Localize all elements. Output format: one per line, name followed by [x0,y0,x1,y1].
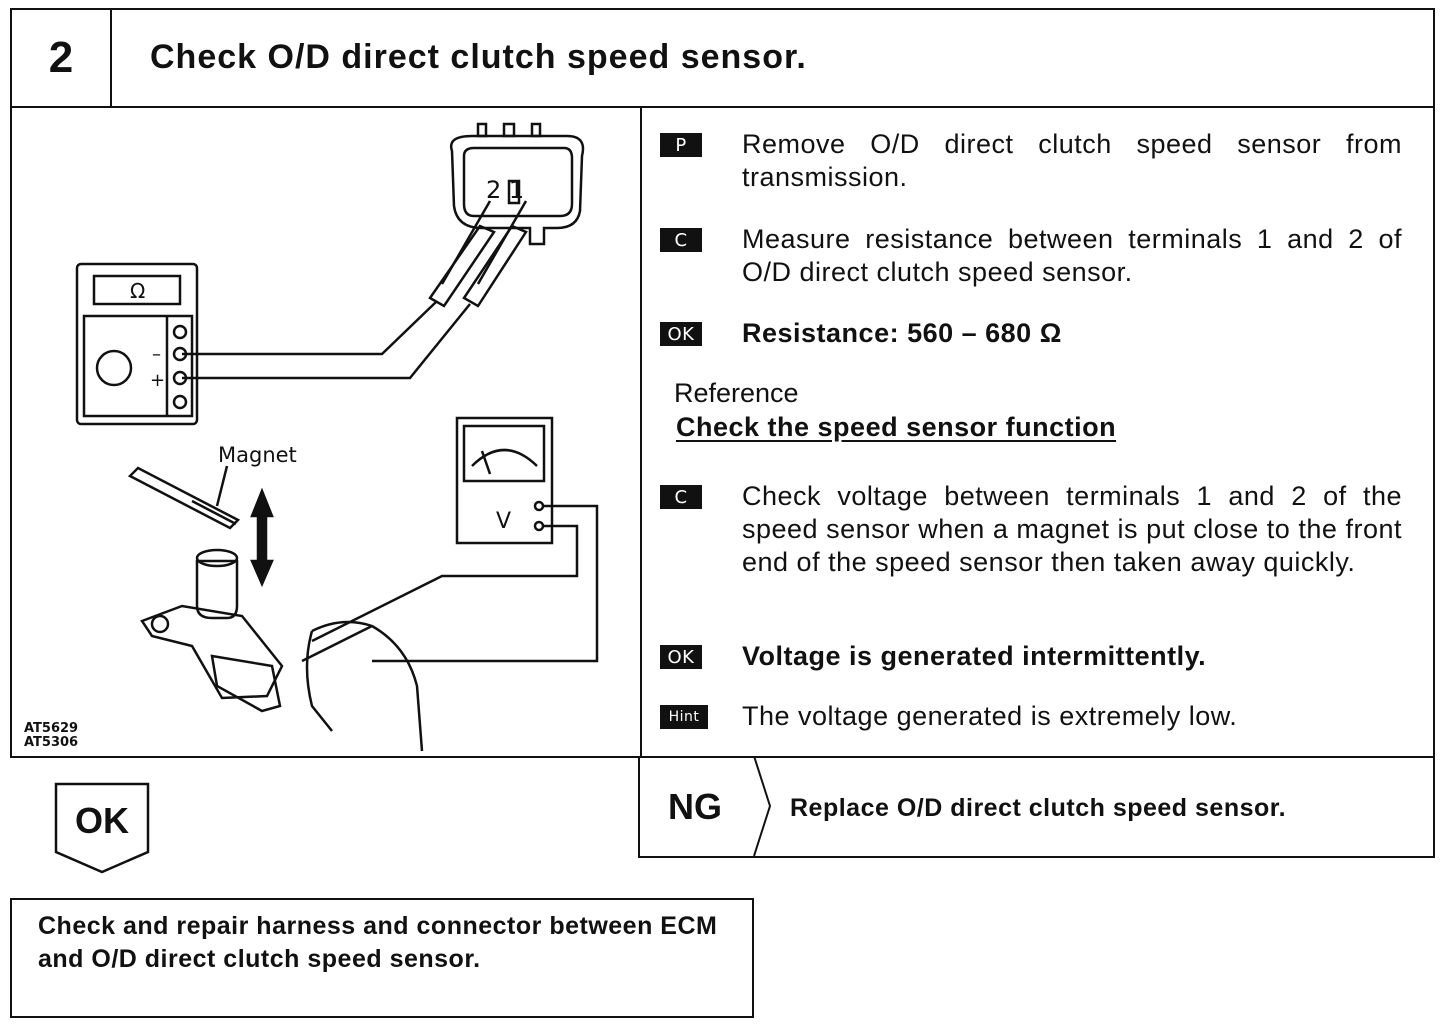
figure-code-1: AT5629 [24,721,78,736]
instruction-text: Resistance: 560 – 680 Ω [742,318,1062,348]
magnet-label: Magnet [218,443,297,467]
reference-label: Reference [674,378,799,408]
voltmeter-label: V [496,509,511,534]
ohmmeter-voltmeter-diagram: Ω – + 2 1 Magnet V AT5629 AT5306 [24,122,599,752]
instruction-text: The voltage generated is extremely low. [742,701,1238,731]
main-panel: Ω – + 2 1 Magnet V AT5629 AT5306 P Remov… [10,106,1435,758]
instruction-badge: OK [660,645,702,669]
instruction-text: Remove O/D direct clutch speed sensor fr… [742,129,1402,192]
instruction-text: Measure resistance between terminals 1 a… [742,224,1402,287]
ok-label: OK [75,800,129,841]
reference-link[interactable]: Check the speed sensor function [676,412,1117,442]
instruction-text: Check voltage between terminals 1 and 2 … [742,481,1402,577]
instruction-badge: OK [660,322,702,346]
instruction-list: P Remove O/D direct clutch speed sensor … [642,106,1435,756]
ok-arrow-marker [54,782,150,874]
instruction-text: Voltage is generated intermittently. [742,641,1207,671]
step-header: 2 Check O/D direct clutch speed sensor. [10,8,1435,108]
ohm-symbol: Ω [130,279,145,303]
minus-sign: – [152,344,161,365]
instruction-badge: P [660,133,702,157]
instruction-badge: Hint [660,705,708,729]
instruction-badge: C [660,485,702,509]
instruction-badge: C [660,228,702,252]
voltmeter [455,416,554,545]
magnet [127,466,241,530]
speed-sensor [195,559,239,620]
ng-result-box: NG Replace O/D direct clutch speed senso… [638,756,1435,858]
ok-action-text: Check and repair harness and connector b… [38,912,718,973]
ng-label: NG [668,786,722,827]
ok-action-box: Check and repair harness and connector b… [10,898,754,1018]
test-illustration: Ω – + 2 1 Magnet V AT5629 AT5306 [12,106,642,756]
ohmmeter [75,262,199,426]
chevron-right-icon [753,756,772,856]
ng-action-text: Replace O/D direct clutch speed sensor. [790,794,1287,822]
sensor-connector [449,134,585,246]
step-title: Check O/D direct clutch speed sensor. [150,38,807,76]
plus-sign: + [150,370,165,391]
step-number: 2 [12,10,112,106]
connector-terminals: 2 1 [486,176,524,204]
figure-code-2: AT5306 [24,735,78,750]
